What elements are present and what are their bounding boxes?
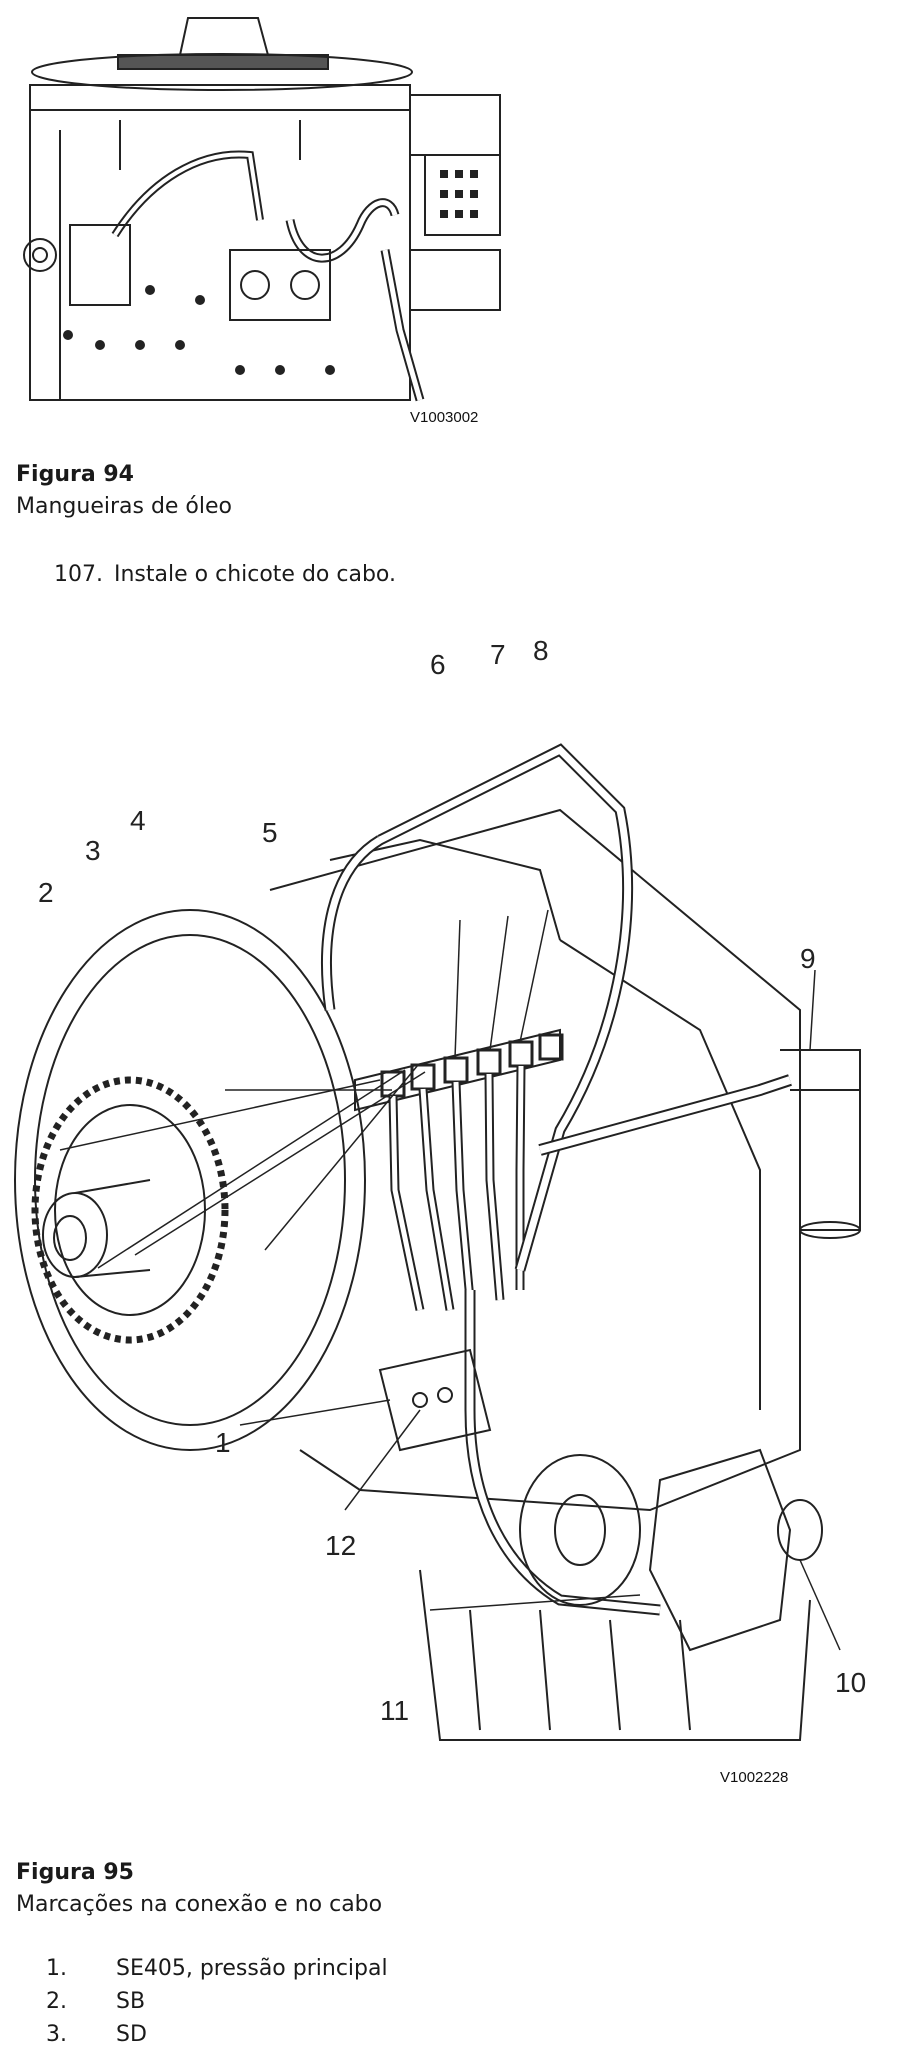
figure-95-drawing: 1 2 3 4 5 6 7 8 9 10 11 12 V1002228 — [14, 635, 866, 1786]
figure-95-image-code: V1002228 — [720, 1769, 788, 1786]
callout-8: 8 — [533, 635, 549, 666]
step-text: Instale o chicote do cabo. — [114, 562, 396, 587]
callout-5: 5 — [262, 817, 278, 848]
figure-94-image-code: V1003002 — [410, 409, 478, 426]
legend-item: 1. SE405, pressão principal — [46, 1952, 388, 1985]
callout-4: 4 — [130, 805, 146, 836]
legend-number: 2. — [46, 1989, 67, 2014]
legend-text: SB — [116, 1989, 146, 2014]
legend-list: 1. SE405, pressão principal 2. SB 3. SD — [46, 1952, 388, 2051]
legend-number: 1. — [46, 1956, 67, 1981]
callout-9: 9 — [800, 943, 816, 974]
figure-94-drawing: V1003002 — [23, 17, 501, 426]
callout-11: 11 — [380, 1695, 409, 1726]
callout-6: 6 — [430, 649, 446, 680]
figure-94-title: Figura 94 — [16, 462, 134, 487]
legend-item: 3. SD — [46, 2018, 388, 2051]
step-number: 107. — [54, 562, 103, 587]
figure-95-caption: Marcações na conexão e no cabo — [16, 1892, 383, 1917]
figure-94-caption: Mangueiras de óleo — [16, 494, 233, 519]
figure-95-title: Figura 95 — [16, 1860, 134, 1885]
callout-3: 3 — [85, 835, 101, 866]
callout-2: 2 — [38, 877, 54, 908]
callout-10: 10 — [835, 1667, 866, 1698]
legend-number: 3. — [46, 2022, 67, 2047]
callout-1: 1 — [215, 1427, 231, 1458]
callout-12: 12 — [325, 1530, 356, 1561]
legend-text: SE405, pressão principal — [116, 1956, 388, 1981]
step-107: 107. Instale o chicote do cabo. — [54, 562, 396, 587]
callout-7: 7 — [490, 639, 506, 670]
legend-item: 2. SB — [46, 1985, 388, 2018]
legend-text: SD — [116, 2022, 147, 2047]
